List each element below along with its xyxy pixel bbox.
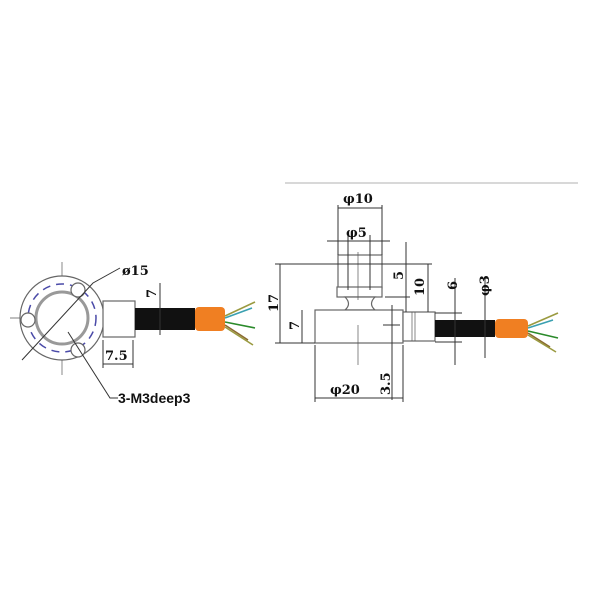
post-flange	[336, 286, 383, 298]
label-3-5: 3.5	[379, 372, 394, 395]
label-17: 17	[267, 294, 282, 312]
top-post	[337, 254, 383, 289]
label-5: 5	[392, 271, 407, 280]
label-7-5: 7.5	[105, 349, 128, 364]
connector	[402, 311, 436, 342]
dimension-lines	[275, 205, 486, 402]
label-6: 6	[446, 281, 461, 290]
label-d3: φ3	[478, 275, 493, 296]
label-thread: 3-M3deep3	[118, 390, 191, 406]
mount-hole	[70, 282, 86, 298]
wires	[527, 312, 559, 353]
cable	[135, 308, 195, 330]
cable-sheath	[195, 307, 225, 331]
label-7: 7	[145, 289, 160, 298]
neck	[343, 296, 377, 311]
label-d20: φ20	[330, 383, 360, 398]
mount-hole	[20, 312, 36, 328]
label-10: 10	[413, 278, 428, 296]
body	[314, 309, 404, 344]
connector	[102, 300, 136, 338]
label-d5: φ5	[346, 226, 367, 241]
wires	[224, 301, 256, 346]
flange-inner	[34, 290, 90, 346]
label-d10: φ10	[343, 192, 373, 207]
end-view: ø15 7 7.5 3-M3deep3	[10, 262, 256, 406]
cable-sheath	[495, 319, 528, 338]
label-7: 7	[288, 321, 303, 330]
leader-thread	[67, 331, 118, 399]
bolt-circle	[27, 283, 97, 353]
leader-d15	[21, 267, 121, 361]
side-view: φ10 φ5 17 7 5 10 6 φ3 φ20 3.5	[267, 192, 559, 402]
cable	[435, 320, 495, 337]
label-d15: ø15	[122, 264, 149, 279]
